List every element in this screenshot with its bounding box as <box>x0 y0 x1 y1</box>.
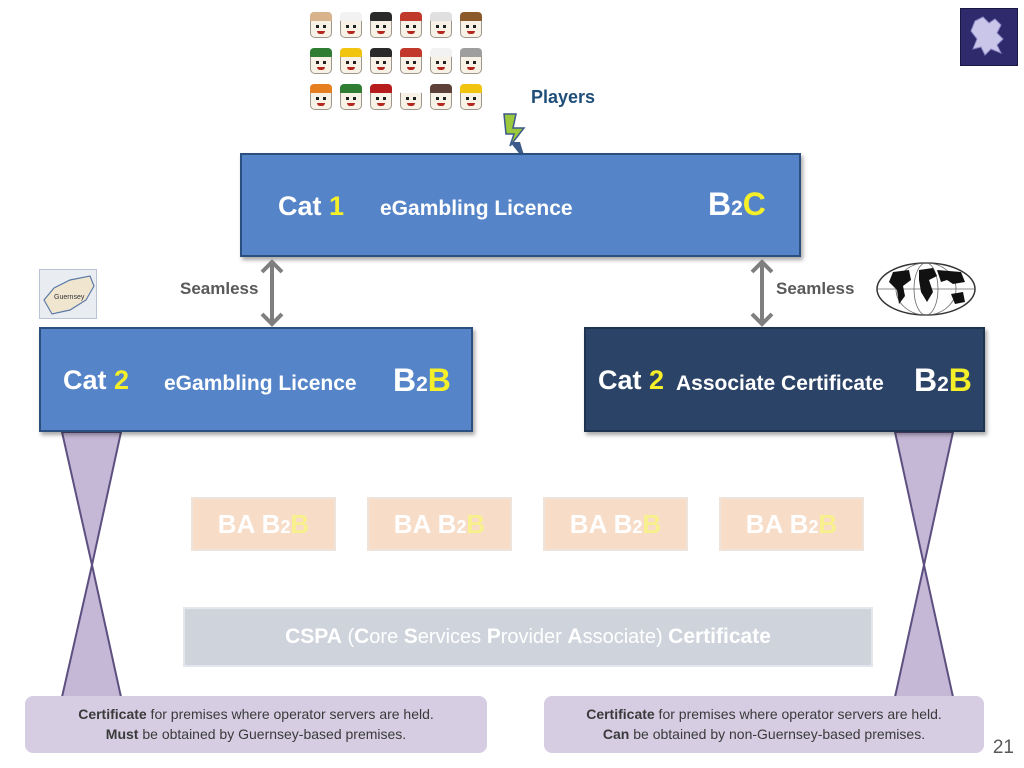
cspa-certificate-box: CSPA (Core Services Provider Associate) … <box>183 607 873 667</box>
player-face-icon <box>370 12 392 38</box>
player-face-icon <box>430 12 452 38</box>
cat1-licence-label: eGambling Licence <box>380 197 573 220</box>
players-label: Players <box>531 87 596 107</box>
guernsey-premises-note: Certificate for premises where operator … <box>25 696 487 753</box>
player-face-icon <box>400 12 422 38</box>
cat1-number: 1 <box>329 191 345 221</box>
cat2-licence-label: eGambling Licence <box>164 372 357 395</box>
player-face-icon <box>310 12 332 38</box>
crest-logo-icon <box>960 8 1018 66</box>
player-face-icon <box>460 12 482 38</box>
cat2-associate-certificate-box: Cat 2 Associate Certificate B2B <box>584 327 985 432</box>
cat1-cat-label: Cat <box>278 191 322 221</box>
non-guernsey-premises-note: Certificate for premises where operator … <box>544 696 984 753</box>
faces-cluster-icon <box>306 10 494 120</box>
cat2-number: 2 <box>114 365 130 395</box>
cat2-associate-b2b-label: B2B <box>914 362 972 398</box>
player-face-icon <box>460 84 482 110</box>
guernsey-map-label: Guernsey <box>54 294 85 301</box>
ba-b2b-box: BA B2B <box>719 497 864 551</box>
page-number: 21 <box>992 737 1014 758</box>
player-face-icon <box>430 84 452 110</box>
associate-certificate-label: Associate Certificate <box>676 372 884 395</box>
cat2-cat-label: Cat <box>63 365 107 395</box>
player-face-icon <box>400 48 422 74</box>
player-face-icon <box>310 84 332 110</box>
player-face-icon <box>460 48 482 74</box>
guernsey-map-icon: Guernsey <box>39 269 97 319</box>
cat2-b2b-label: B2B <box>393 362 451 398</box>
ba-b2b-box: BA B2B <box>191 497 336 551</box>
ba-b2b-box: BA B2B <box>367 497 512 551</box>
player-face-icon <box>370 84 392 110</box>
seamless-left-label: Seamless <box>180 279 259 298</box>
cat2-licence-box: Cat 2 eGambling Licence B2B <box>39 327 473 432</box>
double-arrow-icon <box>260 259 284 327</box>
player-face-icon <box>340 12 362 38</box>
player-face-icon <box>310 48 332 74</box>
player-face-icon <box>340 48 362 74</box>
player-face-icon <box>340 84 362 110</box>
cat1-b2c-label: B2C <box>708 186 766 222</box>
cat1-licence-box: Cat 1 eGambling Licence B2C <box>240 153 801 257</box>
ba-b2b-box: BA B2B <box>543 497 688 551</box>
double-arrow-icon <box>750 259 774 327</box>
cat2-associate-number: 2 <box>649 365 665 395</box>
cat2-associate-cat-label: Cat <box>598 365 642 395</box>
player-face-icon <box>370 48 392 74</box>
world-globe-icon <box>876 262 976 316</box>
seamless-right-label: Seamless <box>776 279 855 298</box>
player-face-icon <box>430 48 452 74</box>
player-face-icon <box>400 84 422 110</box>
